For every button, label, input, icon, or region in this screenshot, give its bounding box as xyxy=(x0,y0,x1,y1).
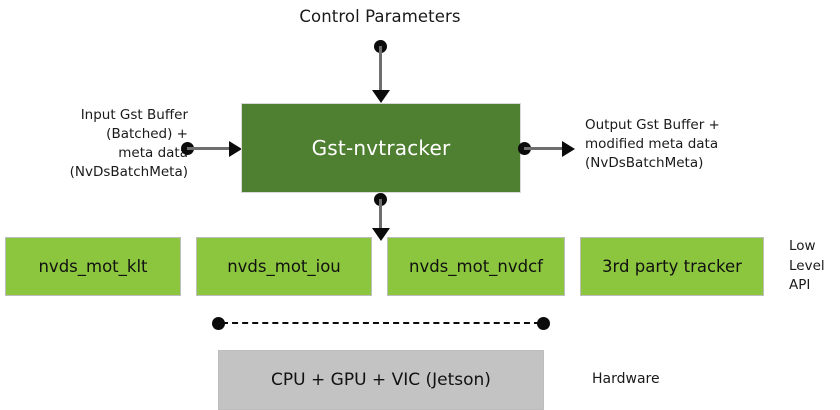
input-connector-line xyxy=(187,147,235,150)
low-level-api-label: Low Level API xyxy=(789,238,825,294)
output-connector-line xyxy=(524,147,568,150)
control-parameters-arrowhead-icon xyxy=(371,90,390,103)
low-level-arrowhead-icon xyxy=(371,228,390,241)
low-level-box-nvds-mot-klt[interactable]: nvds_mot_klt xyxy=(5,237,181,296)
input-buffer-label: Input Gst Buffer (Batched) + meta data (… xyxy=(69,107,188,181)
output-arrowhead-icon xyxy=(562,140,575,157)
hardware-dashed-connector xyxy=(222,322,540,324)
hardware-link-left-dot xyxy=(212,317,225,330)
low-level-box-nvds-mot-nvdcf[interactable]: nvds_mot_nvdcf xyxy=(387,237,565,296)
output-buffer-label: Output Gst Buffer + modified meta data (… xyxy=(585,117,720,172)
hardware-box[interactable]: CPU + GPU + VIC (Jetson) xyxy=(218,350,544,410)
hardware-label: Hardware xyxy=(592,371,660,387)
input-arrowhead-icon xyxy=(229,140,242,157)
hardware-link-right-dot xyxy=(537,317,550,330)
low-level-connector-line xyxy=(379,199,382,231)
gst-nvtracker-box[interactable]: Gst-nvtracker xyxy=(241,103,521,193)
control-parameters-label: Control Parameters xyxy=(299,7,461,26)
low-level-box-nvds-mot-iou[interactable]: nvds_mot_iou xyxy=(196,237,372,296)
control-parameters-connector-line xyxy=(379,46,382,92)
low-level-box-3rd-party-tracker[interactable]: 3rd party tracker xyxy=(580,237,764,296)
